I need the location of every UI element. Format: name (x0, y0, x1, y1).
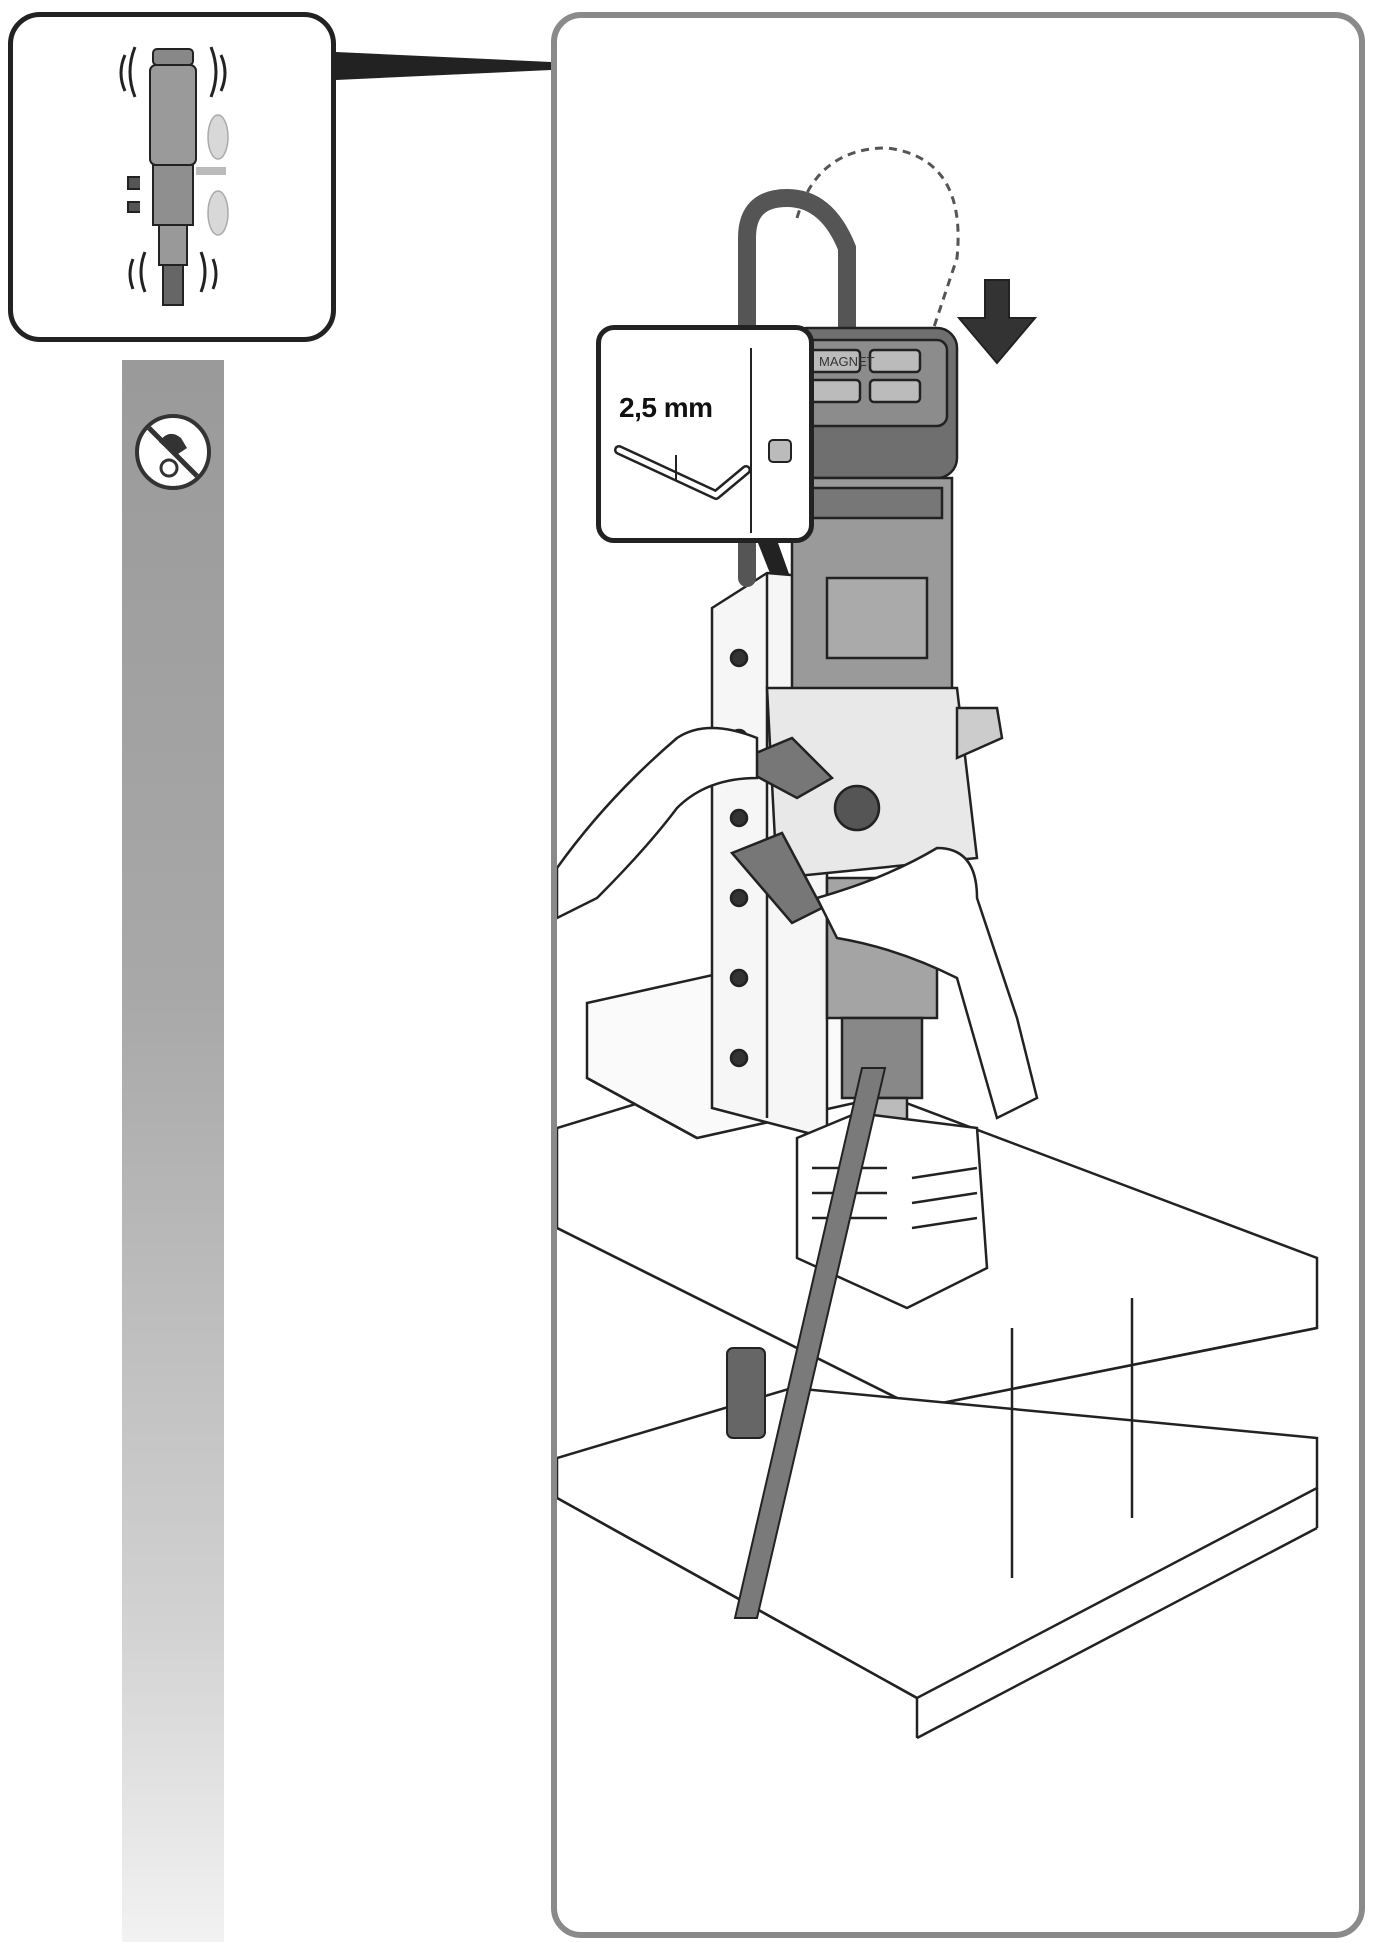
strap (733, 1067, 887, 1619)
strap-buckle (726, 1347, 766, 1439)
side-handle (955, 706, 1004, 760)
no-touch-hot-cutter-icon (135, 414, 211, 490)
magnetic-drill-scene: MAGNET (557, 146, 1319, 1740)
right-hand (815, 846, 1039, 1120)
motion-path (795, 146, 960, 349)
side-strip (122, 360, 224, 1942)
left-hand (557, 726, 759, 920)
hex-key-detail-callout: 2,5 mm (596, 325, 814, 543)
down-arrow-icon (956, 279, 1038, 365)
panel-display-text: MAGNET (819, 354, 875, 369)
hex-key-size-label: 2,5 mm (619, 392, 713, 423)
drill-overview-illustration (119, 46, 229, 306)
hex-key-icon (614, 348, 792, 533)
inset-thumbnail (8, 12, 336, 342)
power-cable (738, 188, 856, 587)
